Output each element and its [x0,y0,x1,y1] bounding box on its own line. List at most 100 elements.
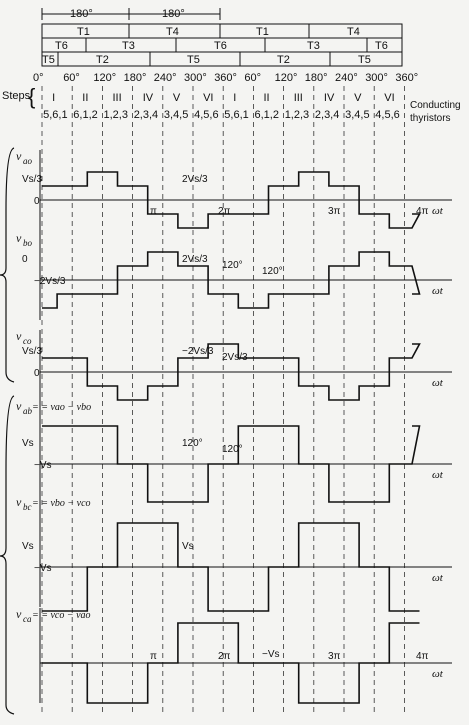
angle-label: 180° [124,72,147,84]
conducting-label-2: thyristors [410,113,451,124]
wt-label: ωt [432,377,444,389]
angle-label: 360° [395,72,418,84]
wt-label: ωt [432,668,444,680]
waveform-label-sub: bc [23,502,32,512]
step-numeral: V [173,92,181,104]
step-thyristors: 4,5,6 [194,109,218,121]
step-numeral: I [233,92,236,104]
annotation-deg120b: 120° [222,444,243,455]
step-divider-lines [41,86,405,712]
angle-label: 360° [214,72,237,84]
annotation-zero: 0 [34,368,40,379]
annotation-amp2: 2Vs/3 [222,352,248,363]
step-numeral: III [294,92,303,104]
waveform-trace [42,522,420,612]
annotation-zero: 0 [34,196,40,207]
step-thyristors: 1,2,3 [104,109,128,121]
waveform-trace [42,251,421,309]
thyristor-label: T5 [42,54,55,66]
angle-label: 60° [244,72,261,84]
line-voltage-brace [0,395,15,715]
angle-label: 0° [33,72,44,84]
step-thyristors: 5,6,1 [43,109,67,121]
wt-label: ωt [432,205,444,217]
wt-label: ωt [432,285,444,297]
waveform-equation: = = vco − vao [32,610,91,621]
annotation-two_pi: 2π [218,651,231,662]
step-thyristors: 1,2,3 [285,109,309,121]
thyristor-label: T6 [214,40,227,52]
step-thyristors: 3,4,5 [164,109,188,121]
wt-label: ωt [432,469,444,481]
angle-label: 300° [184,72,207,84]
waveform-label: v [16,231,22,245]
waveform-label: v [16,329,22,343]
annotation-vs3: Vs/3 [22,174,42,185]
waveform-label-sub: co [23,336,32,346]
step-numeral: IV [143,92,154,104]
annotation-minus: −2Vs/3 [34,276,66,287]
span-180-a: 180° [70,8,93,20]
step-numeral: II [264,92,270,104]
angle-label: 60° [63,72,80,84]
angle-label: 300° [365,72,388,84]
thyristor-label: T6 [55,40,68,52]
thyristor-label: T2 [96,54,109,66]
annotation-amp: 2Vs/3 [182,174,208,185]
waveform-equation: = = vao − vbo [32,402,91,413]
annotation-deg120b: 120° [262,266,283,277]
wt-label: ωt [432,572,444,584]
conducting-label-1: Conducting [410,100,461,111]
thyristor-label: T6 [375,40,388,52]
angle-label: 120° [93,72,116,84]
annotation-minus_vs: −Vs [34,460,52,471]
angle-label: 240° [154,72,177,84]
step-thyristors: 6,1,2 [255,109,279,121]
step-thyristors: 5,6,1 [224,109,248,121]
annotation-vs: Vs [22,541,34,552]
waveform-equation: = = vbo − vco [32,498,91,509]
step-thyristors: 2,3,4 [134,109,158,121]
step-numeral: III [113,92,122,104]
annotation-amp: −2Vs/3 [182,346,214,357]
thyristor-label: T5 [358,54,371,66]
steps-brace: { [28,84,35,109]
waveform-label: v [16,149,22,163]
waveform-label: v [16,495,22,509]
thyristor-bars [41,23,403,67]
step-numeral: V [354,92,362,104]
thyristor-label: T4 [166,26,179,38]
thyristor-label: T3 [307,40,320,52]
step-thyristors: 6,1,2 [73,109,97,121]
annotation-minus_vs: −Vs [34,563,52,574]
annotation-pi: π [150,651,157,662]
annotation-minus_vs: −Vs [262,649,280,660]
thyristor-label: T2 [277,54,290,66]
waveform-trace [42,622,420,704]
waveform-label-sub: ao [23,156,33,166]
step-numeral: I [52,92,55,104]
annotation-pi: π [150,206,157,217]
step-thyristors: 4,5,6 [375,109,399,121]
annotation-three_pi: 3π [328,206,341,217]
annotation-vs: Vs [22,438,34,449]
waveform-label-sub: ab [23,406,33,416]
steps-label: Steps [2,90,31,102]
thyristor-label: T4 [347,26,360,38]
thyristor-label: T5 [187,54,200,66]
annotation-vs3: Vs/3 [22,346,42,357]
annotation-amp: 2Vs/3 [182,254,208,265]
span-180-b: 180° [162,8,185,20]
step-numeral: VI [384,92,394,104]
waveform-label-sub: bo [23,238,33,248]
step-numeral: IV [324,92,335,104]
waveform-label-sub: ca [23,614,32,624]
